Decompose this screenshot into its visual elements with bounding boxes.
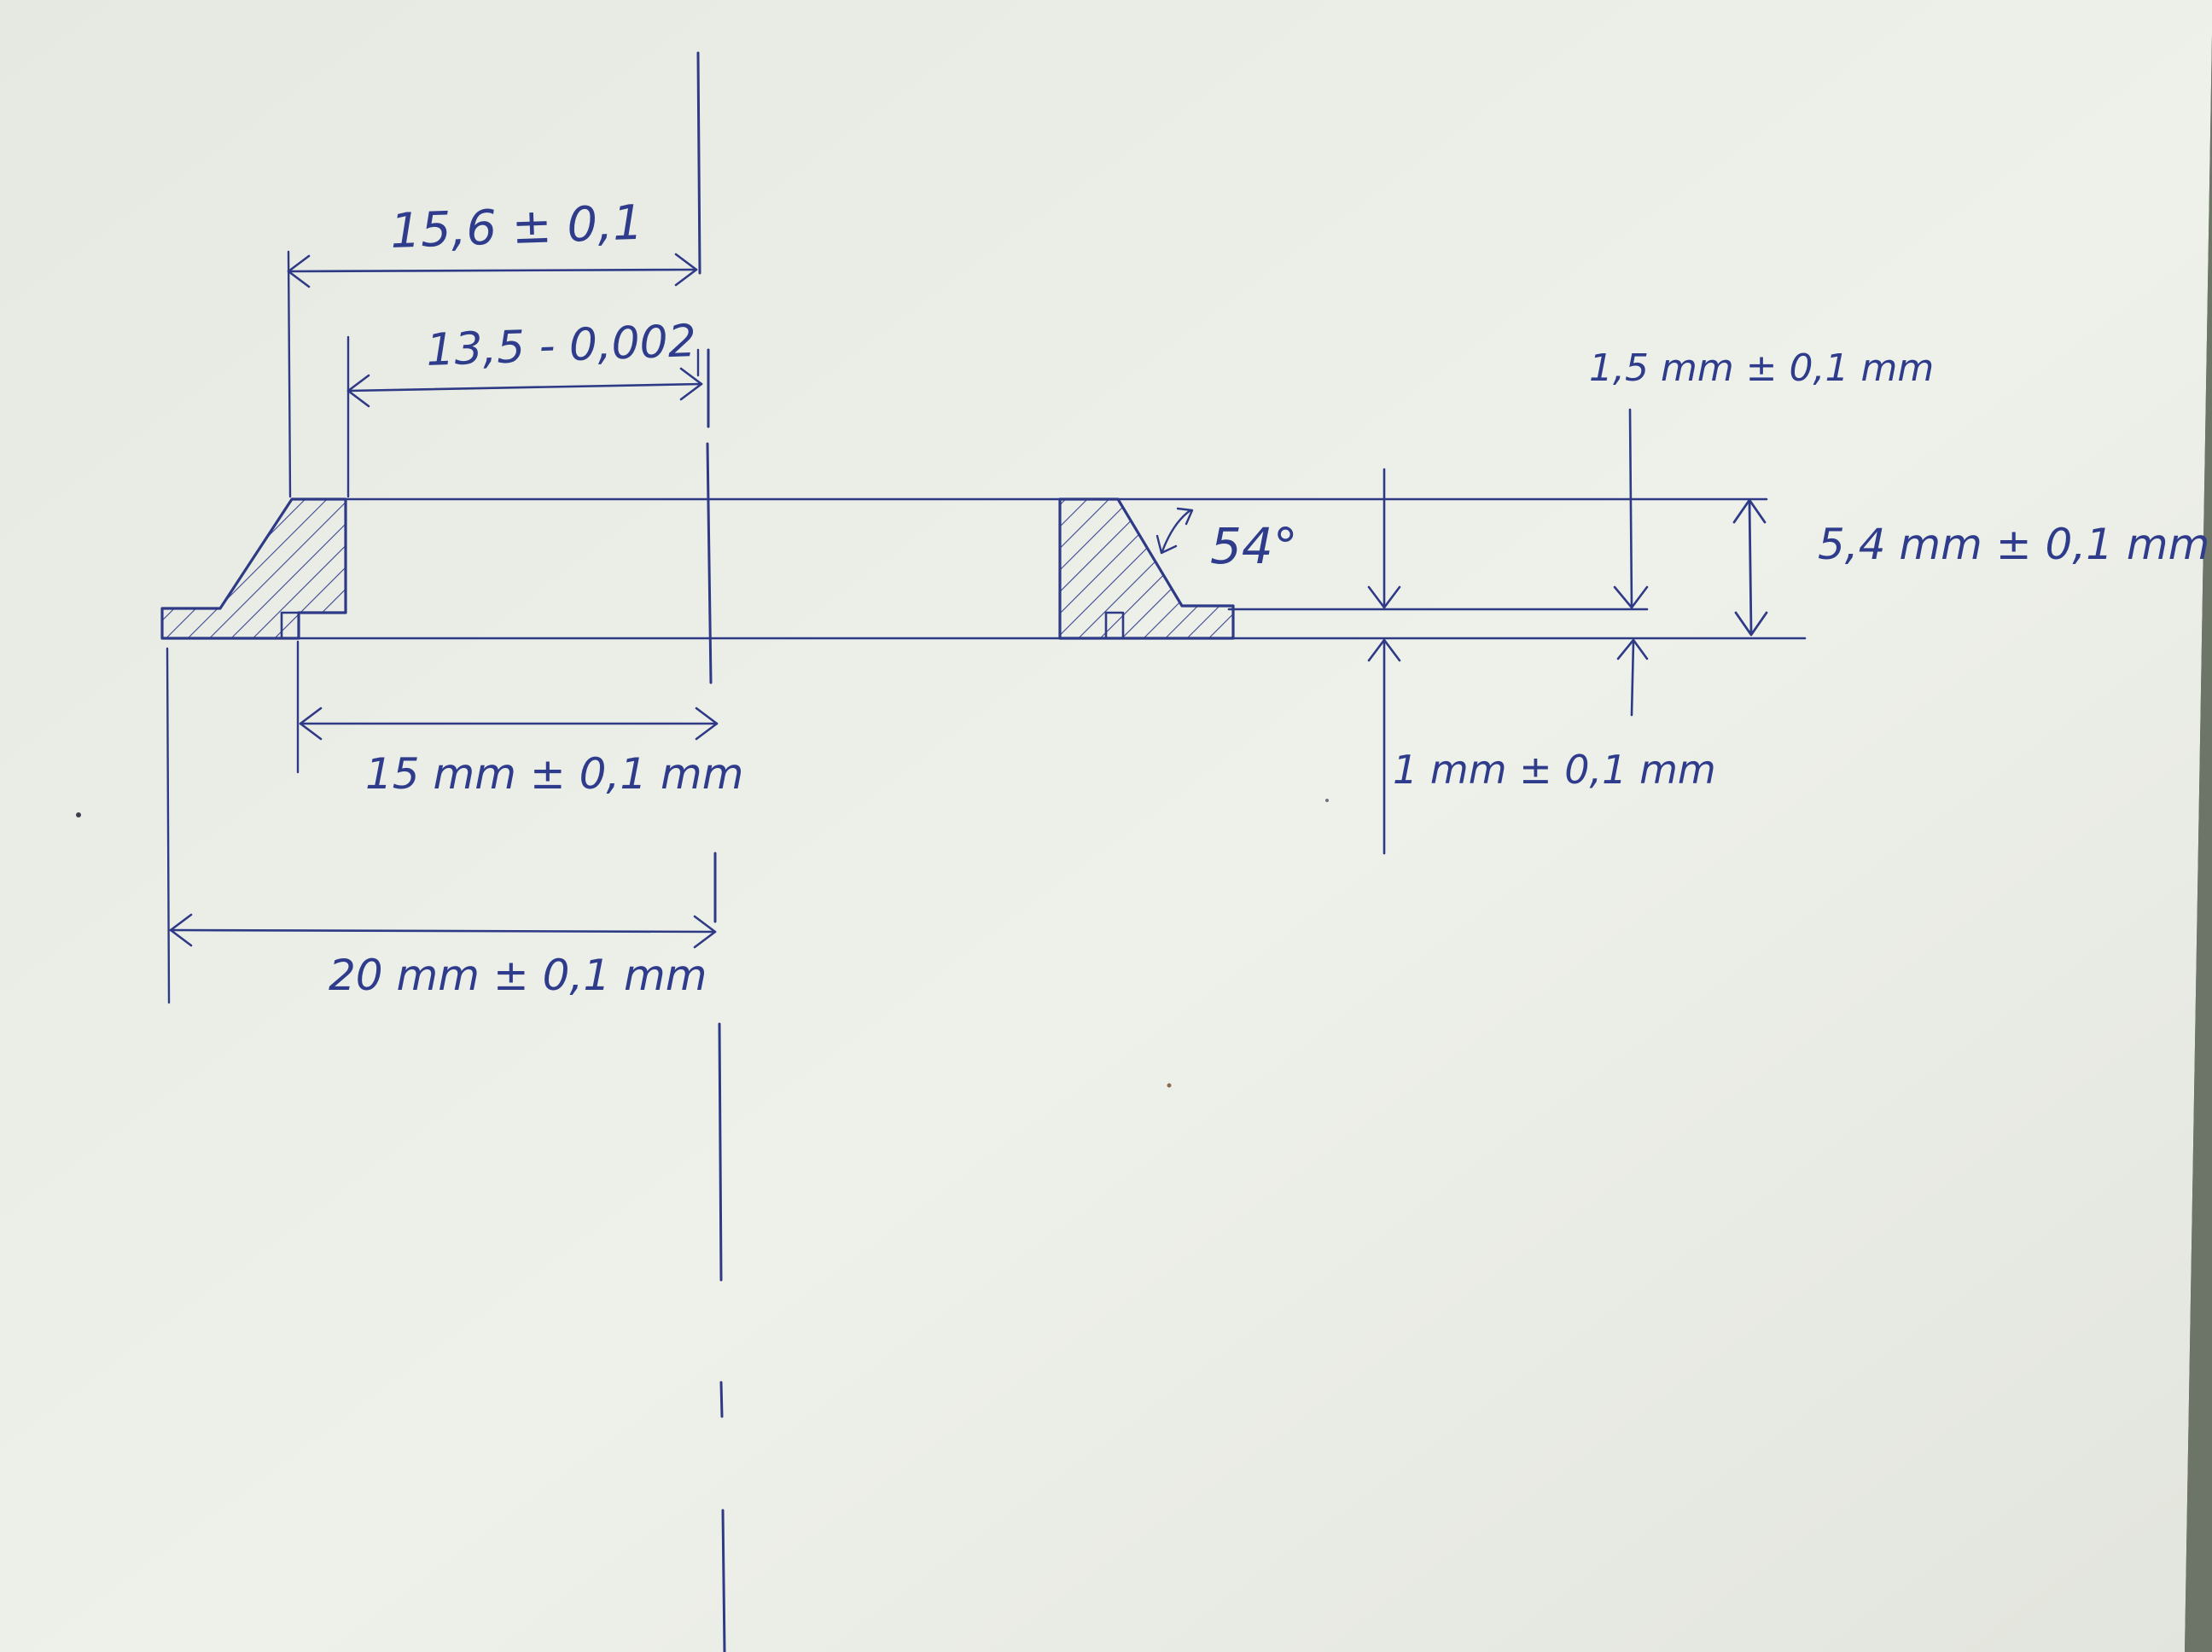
dim-height-label: 5,4 mm ± 0,1 mm bbox=[1818, 520, 2209, 569]
background-strip bbox=[2185, 34, 2212, 1652]
centerline bbox=[696, 51, 726, 1652]
dim-inner-bore-label: 13,5 - 0,002 bbox=[425, 316, 696, 376]
dim-bevel-angle-label: 54° bbox=[1210, 517, 1298, 575]
dim-top-offset-label: 1,5 mm ± 0,1 mm bbox=[1589, 346, 1934, 390]
right-section bbox=[1058, 497, 1235, 640]
dim-top-offset: 1,5 mm ± 0,1 mm bbox=[1589, 346, 1934, 717]
dim-base-offset-label: 1 mm ± 0,1 mm bbox=[1393, 747, 1716, 793]
extension-lines bbox=[166, 250, 700, 1004]
left-section bbox=[160, 497, 347, 640]
reference-lines bbox=[160, 497, 1807, 640]
dim-base-offset: 1 mm ± 0,1 mm bbox=[1367, 468, 1716, 855]
dim-height: 5,4 mm ± 0,1 mm bbox=[1732, 498, 2209, 637]
paper-speck bbox=[1325, 799, 1329, 802]
paper-speck bbox=[76, 812, 81, 817]
paper-speck bbox=[1167, 1083, 1172, 1088]
dim-bevel-angle: 54° bbox=[1155, 507, 1298, 575]
dim-total-width: 20 mm ± 0,1 mm bbox=[169, 913, 717, 1000]
dim-total-width-label: 20 mm ± 0,1 mm bbox=[329, 951, 707, 1000]
dim-inner-bore: 13,5 - 0,002 bbox=[346, 316, 703, 408]
dim-groove-width: 15 mm ± 0,1 mm bbox=[299, 707, 743, 799]
dim-outer-step: 15,6 ± 0,1 bbox=[287, 195, 698, 288]
dim-outer-step-label: 15,6 ± 0,1 bbox=[389, 195, 643, 259]
dim-groove-width-label: 15 mm ± 0,1 mm bbox=[365, 749, 743, 799]
